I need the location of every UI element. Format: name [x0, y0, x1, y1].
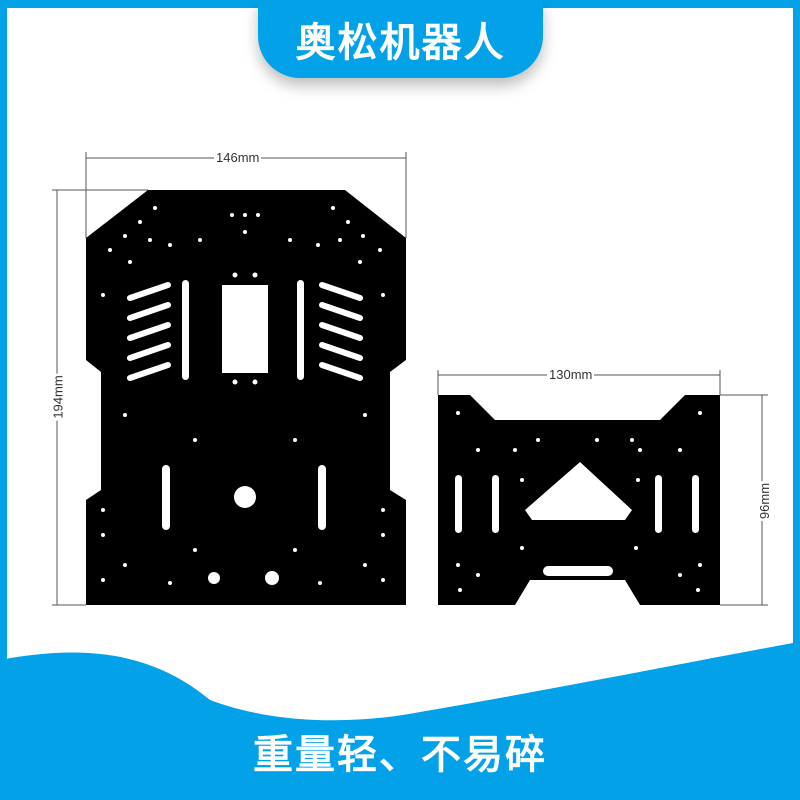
large-plate-width-label: 146mm	[214, 150, 262, 165]
small-plate-height-label: 96mm	[757, 480, 773, 522]
tagline: 重量轻、不易碎	[253, 732, 547, 778]
large-plate	[86, 190, 406, 605]
brand-name: 奥松机器人	[295, 20, 506, 66]
small-plate	[438, 395, 720, 605]
small-plate-width-label: 130mm	[547, 367, 595, 382]
brand-tab: 奥松机器人	[258, 0, 543, 78]
large-plate-height-label: 194mm	[50, 373, 66, 421]
